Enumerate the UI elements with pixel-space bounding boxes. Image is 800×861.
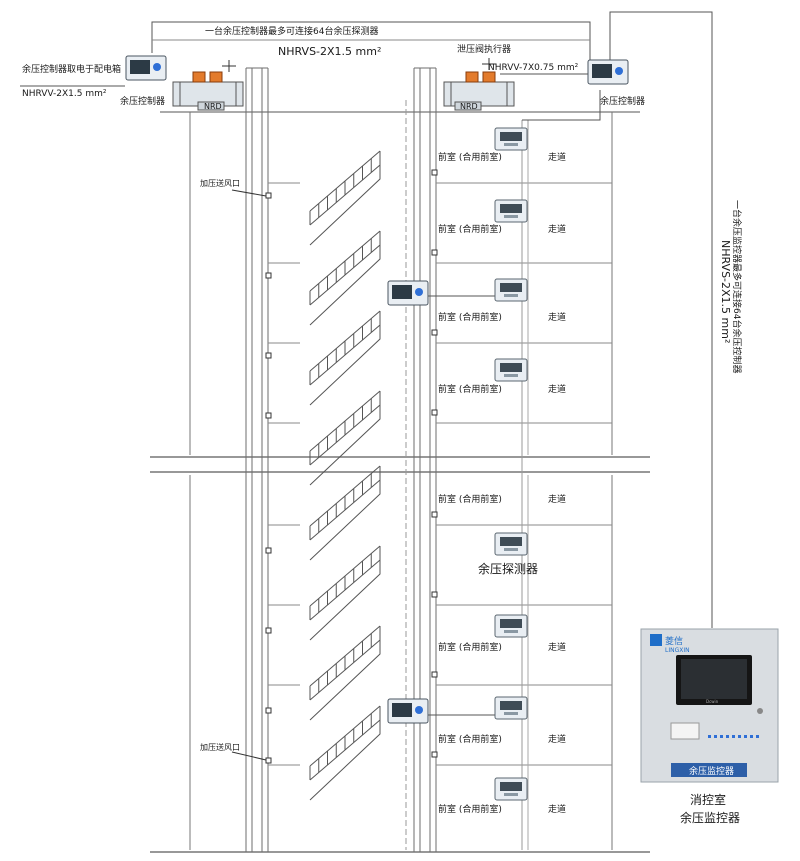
stair-return [309,560,381,641]
stair-return [309,405,381,486]
building-outline [150,111,650,853]
stair-handrail [309,390,381,452]
right-controller-device [587,59,629,85]
vent-markers [265,169,438,764]
left-fan-unit: NRD [172,60,244,111]
vent-label-upper: 加压送风口 [200,178,240,188]
room-label-7: 前室 (合用前室) [438,733,502,745]
monitor-panel: 菱信 LINGXIN Dcwin 余压监控器 [640,628,779,783]
left-controller-label: 余压控制器 [120,95,165,107]
corridor-label-4: 走道 [548,383,566,395]
left-power-note: 余压控制器取电于配电箱 [22,63,121,75]
detector-7 [494,696,528,720]
detector-label: 余压探测器 [478,561,538,576]
stair-return [309,325,381,406]
corridor-labels: 走道 走道 走道 走道 走道 走道 走道 走道 [548,151,566,815]
right-controller-label: 余压控制器 [600,95,645,107]
right-damper-tag: NRD [460,102,478,111]
top-note: 一台余压控制器最多可连接64台余压探测器 [205,25,378,37]
detector-6 [494,614,528,638]
detector-4 [494,358,528,382]
right-fan-unit: NRD [443,58,515,111]
vertical-note: 一台余压监控器最多可连接64台余压控制器 [731,200,743,373]
detector-5 [494,532,528,556]
panel-label: 余压监控器 [689,765,734,777]
actuator-label: 泄压阀执行器 [457,43,511,55]
left-damper-tag: NRD [204,102,222,111]
left-cable: NHRVV-2X1.5 mm² [22,89,107,99]
room-caption-1: 消控室 [690,792,726,807]
actuator-cable: NHRVV-7X0.75 mm² [488,63,579,73]
room-labels: 前室 (合用前室) 前室 (合用前室) 前室 (合用前室) 前室 (合用前室) … [438,151,502,815]
room-label-5: 前室 (合用前室) [438,493,502,505]
printer-slot [670,722,700,740]
detector-3 [494,278,528,302]
stair-handrail [309,705,381,767]
stair-handrail [309,465,381,527]
screen-brand: Dcwin [706,699,719,704]
detector-2 [494,199,528,223]
corridor-label-5: 走道 [548,493,566,505]
vent-label-lower: 加压送风口 [200,742,240,752]
corridor-label-8: 走道 [548,803,566,815]
stair-return [309,480,381,561]
stair-return [309,720,381,801]
stair-return [309,165,381,246]
stair-handrail [309,310,381,372]
room-label-2: 前室 (合用前室) [438,223,502,235]
stair-return [309,640,381,721]
stair-handrail [309,230,381,292]
brand-logo-icon [650,634,662,646]
stair-handrail [309,545,381,607]
floor-controller-lower [387,698,429,724]
wiring [20,11,713,850]
stair-return [309,245,381,326]
floor-controller-upper [387,280,429,306]
brand-name: 菱信 [665,635,683,647]
corridor-label-1: 走道 [548,151,566,163]
floor-slabs [268,130,612,850]
corridor-label-7: 走道 [548,733,566,745]
room-label-3: 前室 (合用前室) [438,311,502,323]
air-shafts [245,67,437,852]
stair-handrail [309,625,381,687]
staircase [309,150,381,801]
room-label-6: 前室 (合用前室) [438,641,502,653]
top-cable: NHRVS-2X1.5 mm² [278,45,381,58]
vertical-cable: NHRVS-2X1.5 mm² [719,240,732,343]
corridor-label-6: 走道 [548,641,566,653]
corridor-label-3: 走道 [548,311,566,323]
left-controller-device [125,55,167,81]
corridor-label-2: 走道 [548,223,566,235]
stair-handrail [309,150,381,212]
room-label-8: 前室 (合用前室) [438,803,502,815]
room-label-4: 前室 (合用前室) [438,383,502,395]
brand-sub: LINGXIN [665,647,690,654]
detector-8 [494,777,528,801]
room-caption-2: 余压监控器 [680,810,740,825]
room-label-1: 前室 (合用前室) [438,151,502,163]
status-led-row [708,735,759,738]
detector-1 [494,127,528,151]
